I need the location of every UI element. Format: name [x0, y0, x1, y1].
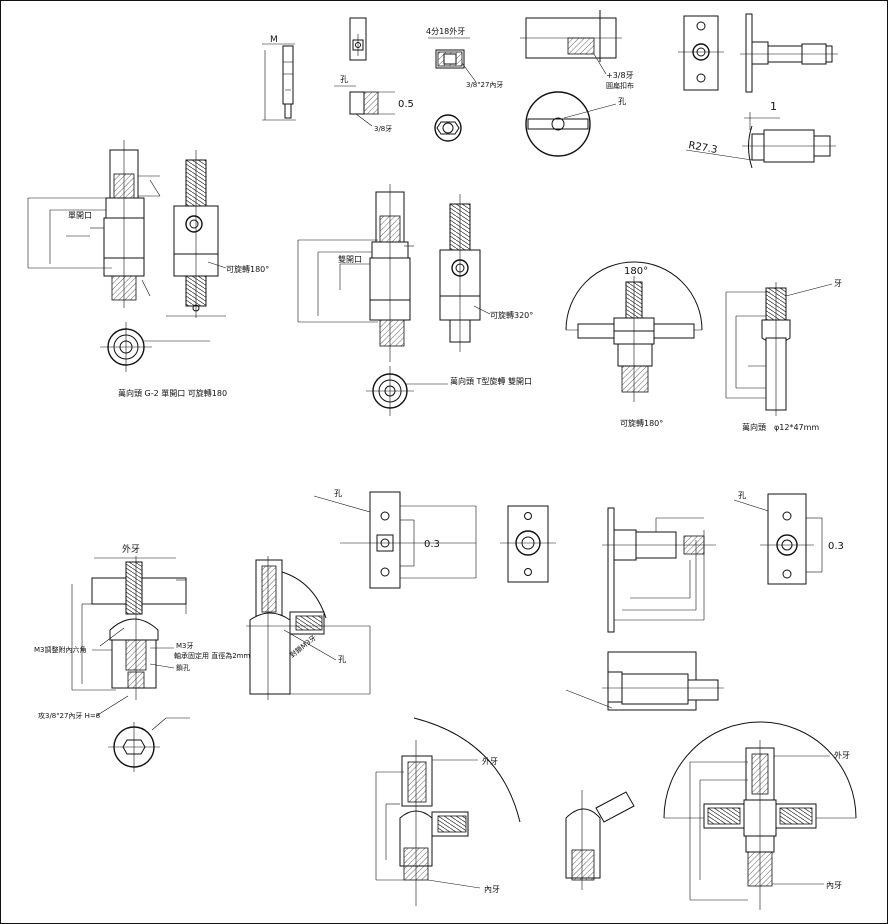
label-hole-disc: 孔	[618, 97, 626, 106]
label-rotate-180: 可旋轉180°	[226, 264, 269, 274]
label-hole-br2: 孔	[738, 491, 746, 500]
swivel-assembly-bottom-left: 外牙 內牙	[375, 717, 521, 906]
label-m3-thread: M3牙	[176, 642, 194, 650]
caption-g2: 萬向頭 G-2 單開口 可旋轉180	[118, 388, 227, 398]
universal-joint-t-side: 可旋轉320°	[439, 194, 533, 352]
label-r27-3: R27.3	[687, 140, 718, 156]
radius-part-drawing: 1 R27.3	[685, 100, 836, 169]
label-angle-180: 180°	[624, 266, 648, 277]
label-outer-thread-right: 牙	[834, 279, 842, 288]
m3-adjust-assembly: 外牙 M3調整附內六角 M3牙 軸承固定用 直徑為2mm 鎖孔 攻3/8"27內…	[34, 543, 250, 720]
label-bearing-note: 軸承固定用 直徑為2mm	[174, 651, 250, 660]
l-bracket-side	[602, 507, 716, 633]
outer-thread-fitting: 4分18外牙 3/8"27內牙	[426, 26, 503, 89]
label-plus-3-8: +3/8牙	[606, 71, 634, 80]
label-m: M	[270, 35, 278, 45]
elbow-swivel-bottom	[565, 790, 635, 890]
tube-inner-thread: +3/8牙 圓扁扣布	[520, 10, 634, 90]
label-hole-br1: 孔	[334, 489, 342, 498]
label-m3-screw: 對鎖M3牙	[288, 633, 318, 659]
label-dim-0-3-a: 0.3	[424, 539, 440, 550]
bracket-plate-mid-face	[500, 505, 556, 583]
bracket-plate-mid: 孔 0.3	[313, 489, 477, 589]
label-rotate-320: 可旋轉320°	[490, 310, 533, 320]
cross-swivel-bottom-right: 外牙 內牙	[663, 721, 857, 910]
universal-joint-t-end: 萬向頭 T型旋轉 雙開口	[366, 366, 532, 416]
label-dim-0-3-b: 0.3	[828, 541, 844, 552]
label-inner-thread-b2: 內牙	[826, 881, 842, 890]
label-dim-0-5: 0.5	[398, 99, 414, 110]
label-hole-mid: 孔	[338, 655, 346, 664]
universal-joint-t-front: 雙開口	[297, 184, 414, 362]
label-m3-hex: M3調整附內六角	[34, 645, 87, 654]
m3-swivel-joint: 孔 對鎖M3牙	[246, 556, 371, 700]
label-single-open: 單開口	[68, 211, 92, 220]
label-dim-1: 1	[770, 100, 777, 113]
universal-joint-phi12: 牙 萬向頭 φ12*47mm	[725, 279, 842, 432]
label-hole-top: 孔	[340, 75, 348, 84]
label-outer-thread: 外牙	[122, 543, 140, 555]
label-double-open: 雙開口	[338, 254, 362, 264]
hex-nut-end-view	[434, 114, 462, 142]
label-three-eighth-27: 3/8"27內牙	[466, 80, 503, 89]
universal-joint-g2-side: 可旋轉180°	[166, 150, 269, 318]
three-hole-plate-top	[678, 13, 838, 93]
universal-joint-g2-front: 單開口	[27, 140, 161, 308]
caption-phi: 萬向頭 φ12*47mm	[742, 422, 819, 432]
caption-t-type: 萬向頭 T型旋轉 雙開口	[450, 376, 532, 386]
cross-joint-180: 180° 可旋轉180°	[565, 261, 703, 428]
label-half-inner: 3/8牙	[374, 125, 392, 133]
label-inner-thread-b1: 內牙	[484, 885, 500, 894]
label-tap-note: 攻3/8"27內牙 H=8	[38, 711, 100, 720]
bracket-plate-right: 孔 0.3	[733, 491, 844, 585]
label-four-fen-18: 4分18外牙	[426, 26, 465, 36]
square-nut-drawing	[349, 17, 367, 61]
disc-with-hole: 孔	[525, 91, 626, 157]
universal-joint-g2-end: 萬向頭 G-2 單開口 可旋轉180	[100, 322, 227, 398]
label-outer-thread-b1: 外牙	[482, 756, 498, 766]
label-lock-hole: 鎖孔	[176, 663, 190, 672]
m3-hex-end-view	[108, 717, 190, 772]
label-flat-guide: 圓扁扣布	[606, 81, 634, 90]
label-outer-thread-b2: 外牙	[834, 750, 850, 760]
horizontal-bolt-side	[565, 651, 724, 711]
m-pin-drawing: M	[262, 35, 296, 121]
caption-rot180: 可旋轉180°	[620, 418, 663, 428]
hole-block-drawing: 孔 0.5 3/8牙	[334, 75, 414, 133]
